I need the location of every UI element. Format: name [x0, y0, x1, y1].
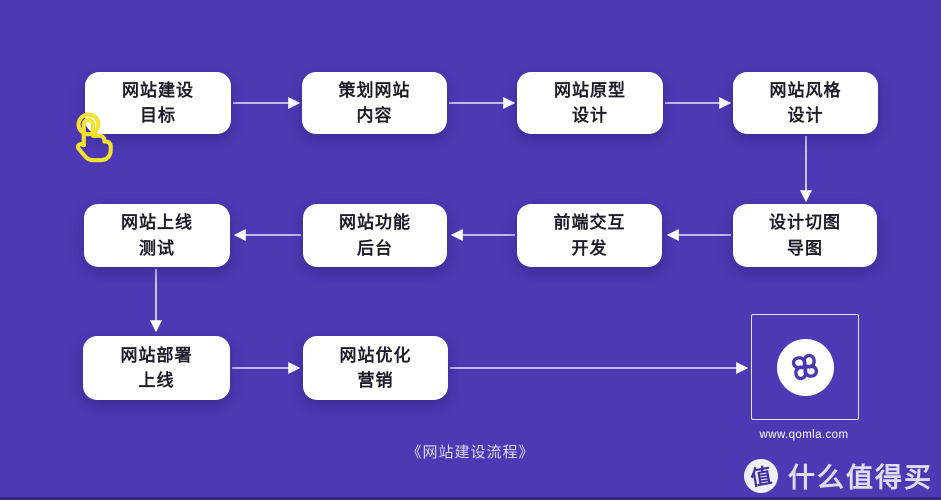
smzdm-badge-char: 值 [748, 463, 774, 491]
logo-site-url: www.qomla.com [759, 429, 849, 441]
flow-node-prototype-design: 网站原型 设计 [517, 72, 663, 134]
flow-node-backend-function: 网站功能 后台 [303, 204, 447, 267]
flow-node-frontend-dev: 前端交互 开发 [517, 204, 662, 267]
flow-node-plan-content: 策划网站 内容 [302, 72, 447, 134]
qomla-clover-icon [776, 338, 834, 396]
watermark-text: 什么值得买 [788, 463, 933, 493]
qomla-logo-box [751, 314, 859, 420]
flow-node-optimize-marketing: 网站优化 营销 [303, 336, 448, 400]
flow-node-launch-test: 网站上线 测试 [84, 204, 230, 267]
flow-node-slice-export: 设计切图 导图 [733, 204, 877, 267]
watermark: 值 什么值得买 [741, 455, 933, 496]
flow-node-goal: 网站建设 目标 [85, 72, 231, 134]
tap-hand-icon [75, 112, 113, 163]
bottom-edge-strip [0, 497, 941, 500]
smzdm-badge-icon: 值 [741, 455, 781, 496]
flow-node-style-design: 网站风格 设计 [733, 72, 878, 134]
diagram-caption: 《网站建设流程》 [406, 444, 535, 461]
flow-node-deploy-launch: 网站部署 上线 [83, 336, 230, 400]
